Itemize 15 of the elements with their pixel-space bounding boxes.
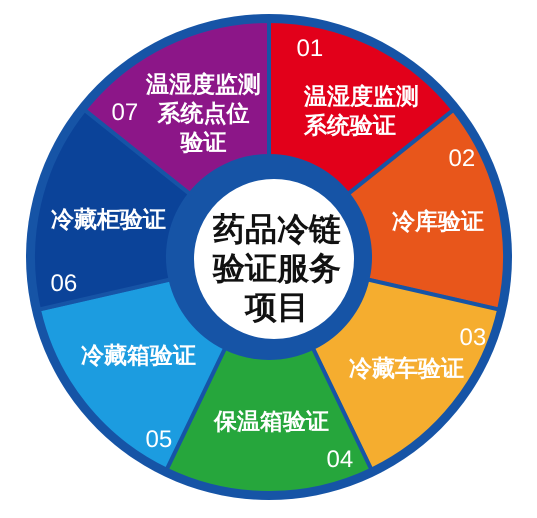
- sector-label: 冷库验证: [392, 208, 484, 237]
- item-number: 02: [448, 147, 476, 171]
- sector-label: 冷藏车验证: [349, 355, 464, 384]
- item-number: 06: [50, 272, 78, 296]
- item-number: 05: [146, 428, 172, 452]
- sector-label: 温湿度监测系统验证: [304, 83, 420, 141]
- sector-label: 温湿度监测系统点位验证: [144, 71, 262, 158]
- item-number: 01: [296, 37, 324, 61]
- sector-label: 冷藏箱验证: [81, 342, 196, 371]
- sector-label: 保温箱验证: [214, 408, 329, 437]
- item-number: 07: [112, 101, 138, 125]
- center-label: 药品冷链验证服务项目: [211, 210, 342, 327]
- sector-label: 冷藏柜验证: [51, 206, 166, 235]
- item-number: 03: [460, 326, 486, 350]
- item-number: 04: [326, 448, 354, 472]
